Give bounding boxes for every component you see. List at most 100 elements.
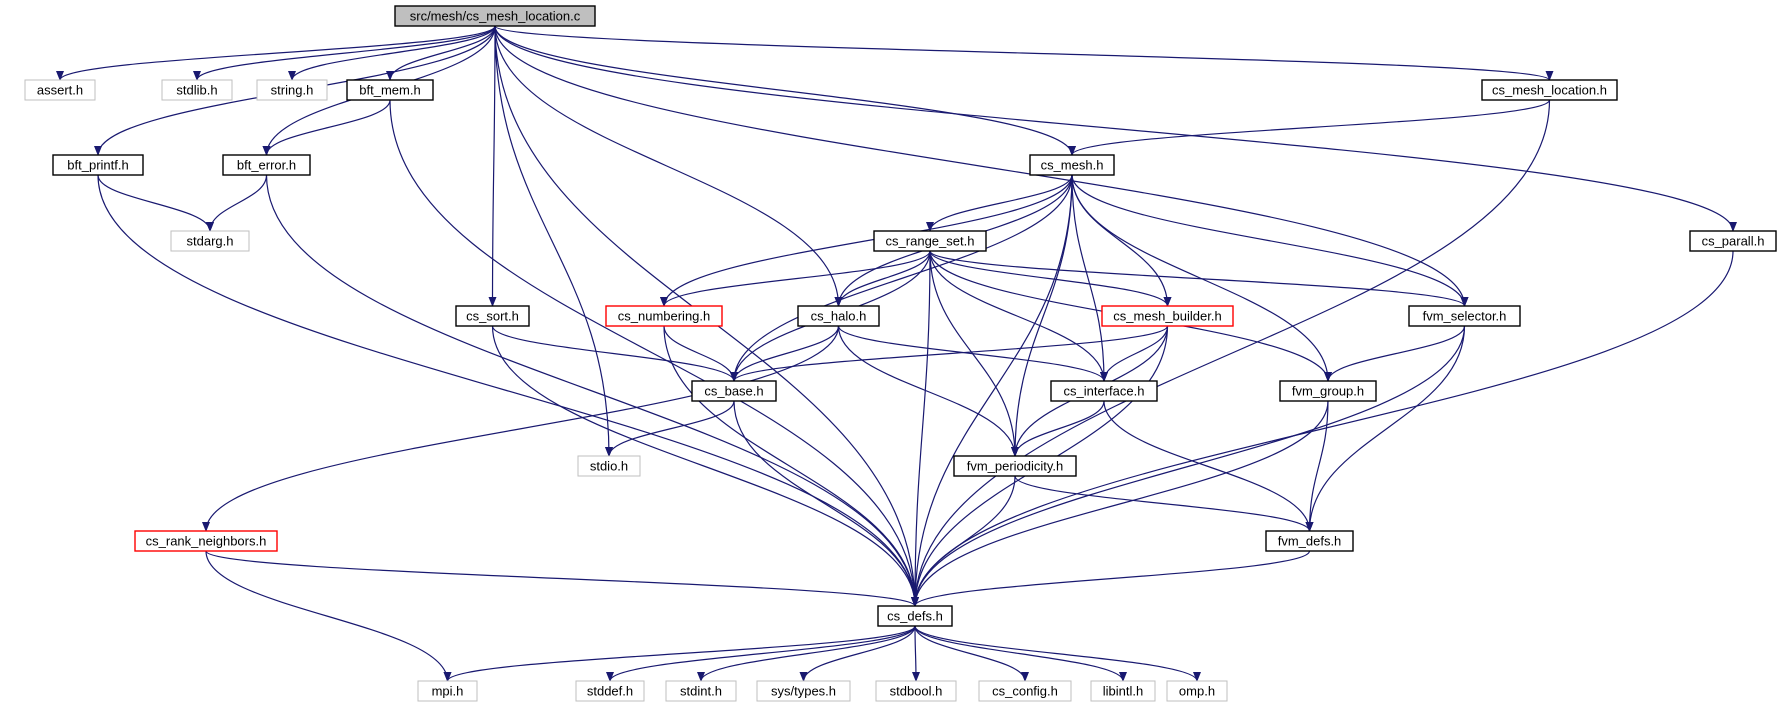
node-fvm_group-label: fvm_group.h [1292, 384, 1364, 399]
edge-root-to-bft_mem [386, 25, 496, 81]
node-cs_mesh_location-box [1481, 79, 1618, 101]
node-stdlib-box [161, 79, 233, 101]
node-cs_base[interactable]: cs_base.h [691, 380, 777, 402]
node-cs_mesh_builder-label: cs_mesh_builder.h [1113, 309, 1221, 324]
edge-bft_error-to-stdarg [206, 174, 268, 232]
node-cs_rank_neighbors[interactable]: cs_rank_neighbors.h [134, 530, 278, 552]
node-stddef-label: stddef.h [587, 684, 633, 699]
node-cs_parall-box [1689, 230, 1777, 252]
edge-cs_numbering-to-cs_defs [663, 325, 919, 607]
edge-bft_printf-to-stdarg [97, 174, 214, 232]
node-cs_defs[interactable]: cs_defs.h [877, 605, 953, 627]
edge-bft_printf-to-cs_defs [97, 174, 919, 607]
node-stddef: stddef.h [575, 680, 645, 702]
edge-cs_halo-to-cs_rank_neighbors [202, 325, 840, 532]
edge-cs_defs-to-stdint [697, 625, 916, 682]
node-cs_mesh_builder[interactable]: cs_mesh_builder.h [1101, 305, 1234, 327]
edge-root-to-stdio [494, 25, 613, 457]
node-cs_parall[interactable]: cs_parall.h [1689, 230, 1777, 252]
node-cs_mesh[interactable]: cs_mesh.h [1029, 154, 1115, 176]
node-bft_mem-box [346, 79, 434, 101]
node-libintl: libintl.h [1090, 680, 1156, 702]
edge-cs_defs-to-libintl [914, 625, 1127, 682]
edge-cs_mesh_builder-to-cs_interface [1100, 325, 1169, 382]
node-stdint: stdint.h [665, 680, 737, 702]
node-root[interactable]: src/mesh/cs_mesh_location.c [394, 5, 596, 27]
node-libintl-label: libintl.h [1103, 684, 1143, 699]
node-stdint-label: stdint.h [680, 684, 722, 699]
edge-root-to-fvm_selector [494, 25, 1469, 307]
node-cs_range_set-box [873, 230, 987, 252]
node-cs_mesh_location-label: cs_mesh_location.h [1492, 83, 1607, 98]
edge-bft_mem-to-cs_defs [389, 99, 919, 607]
node-stdio-label: stdio.h [590, 459, 628, 474]
node-cs_config: cs_config.h [978, 680, 1072, 702]
edge-root-to-cs_parall [494, 25, 1737, 232]
node-cs_base-label: cs_base.h [704, 384, 763, 399]
edge-cs_range_set-to-cs_defs [911, 250, 931, 607]
node-cs_numbering[interactable]: cs_numbering.h [605, 305, 723, 327]
node-omp-box [1166, 680, 1228, 702]
edge-bft_error-to-cs_defs [265, 174, 919, 607]
edge-cs_sort-to-cs_defs [491, 325, 919, 607]
node-cs_mesh-label: cs_mesh.h [1041, 158, 1104, 173]
node-fvm_periodicity-box [953, 455, 1077, 477]
node-fvm_group[interactable]: fvm_group.h [1279, 380, 1377, 402]
node-cs_defs-box [877, 605, 953, 627]
edge-fvm_selector-to-cs_defs [911, 325, 1466, 607]
node-fvm_selector[interactable]: fvm_selector.h [1408, 305, 1521, 327]
node-cs_sort[interactable]: cs_sort.h [455, 305, 530, 327]
node-fvm_selector-label: fvm_selector.h [1423, 309, 1507, 324]
node-fvm_periodicity[interactable]: fvm_periodicity.h [953, 455, 1077, 477]
edge-cs_defs-to-cs_config [914, 625, 1029, 682]
node-root-box [394, 5, 596, 27]
node-bft_error[interactable]: bft_error.h [222, 154, 311, 176]
edge-cs_halo-to-cs_interface [837, 325, 1108, 382]
node-fvm_group-box [1279, 380, 1377, 402]
node-stdlib-label: stdlib.h [176, 83, 217, 98]
node-bft_mem[interactable]: bft_mem.h [346, 79, 434, 101]
node-assert-box [24, 79, 96, 101]
edge-root-to-cs_halo [494, 25, 843, 307]
node-cs_sort-label: cs_sort.h [466, 309, 519, 324]
node-mpi-label: mpi.h [432, 684, 464, 699]
edge-fvm_periodicity-to-fvm_defs [1014, 475, 1314, 532]
edge-cs_interface-to-fvm_defs [1103, 400, 1314, 532]
node-mpi-box [417, 680, 478, 702]
node-cs_mesh_location[interactable]: cs_mesh_location.h [1481, 79, 1618, 101]
node-root-label: src/mesh/cs_mesh_location.c [410, 9, 581, 24]
edge-fvm_defs-to-cs_defs [911, 550, 1311, 607]
edge-fvm_periodicity-to-cs_defs [911, 475, 1016, 607]
edge-cs_mesh-to-cs_numbering [660, 174, 1073, 307]
node-cs_config-label: cs_config.h [992, 684, 1058, 699]
edge-root-to-string [288, 25, 496, 81]
node-omp-label: omp.h [1179, 684, 1215, 699]
node-stdint-box [665, 680, 737, 702]
dependency-edges [56, 25, 1737, 682]
node-stdbool-box [875, 680, 957, 702]
edge-bft_mem-to-bft_error [262, 99, 391, 156]
node-fvm_defs[interactable]: fvm_defs.h [1265, 530, 1354, 552]
node-assert: assert.h [24, 79, 96, 101]
node-mpi: mpi.h [417, 680, 478, 702]
node-cs_mesh-box [1029, 154, 1115, 176]
edge-cs_rank_neighbors-to-mpi [205, 550, 452, 682]
edge-cs_range_set-to-cs_numbering [660, 250, 931, 307]
edge-root-to-cs_mesh [494, 25, 1076, 156]
node-stddef-box [575, 680, 645, 702]
node-cs_sort-box [455, 305, 530, 327]
edge-root-to-cs_sort [488, 25, 497, 307]
node-cs_parall-label: cs_parall.h [1702, 234, 1765, 249]
node-bft_mem-label: bft_mem.h [359, 83, 420, 98]
edge-cs_mesh_location-to-cs_mesh [1068, 99, 1551, 156]
edge-cs_mesh-to-cs_range_set [926, 174, 1073, 232]
node-bft_error-label: bft_error.h [237, 158, 296, 173]
node-bft_printf[interactable]: bft_printf.h [52, 154, 144, 176]
edge-cs_mesh-to-cs_base [730, 174, 1073, 382]
node-cs_range_set[interactable]: cs_range_set.h [873, 230, 987, 252]
node-cs_halo[interactable]: cs_halo.h [797, 305, 880, 327]
node-cs_interface[interactable]: cs_interface.h [1050, 380, 1158, 402]
node-cs_range_set-label: cs_range_set.h [886, 234, 975, 249]
edge-cs_base-to-cs_defs [733, 400, 919, 607]
